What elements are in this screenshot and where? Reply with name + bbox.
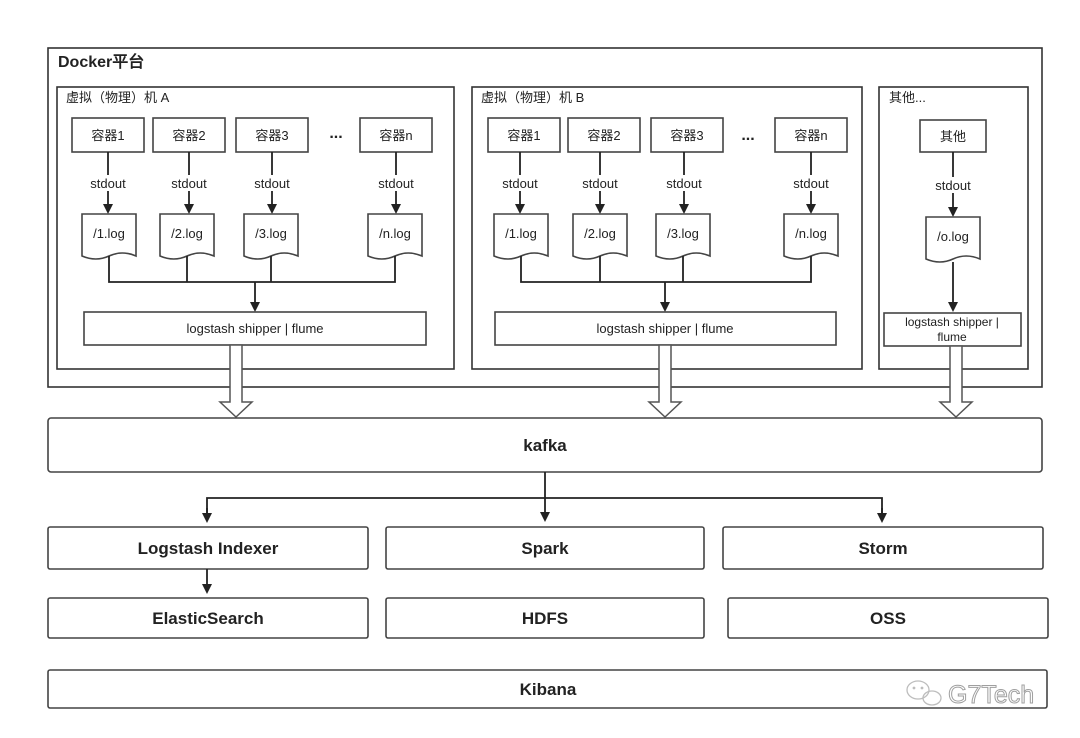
svg-text:容器n: 容器n <box>794 128 827 143</box>
svg-text:/2.log: /2.log <box>171 226 203 241</box>
vm-a-log-n: /n.log <box>367 213 423 260</box>
svg-text:容器2: 容器2 <box>172 128 205 143</box>
stdout-label: stdout <box>935 178 971 193</box>
other-to-kafka-arrow <box>938 345 974 419</box>
svg-text:kafka: kafka <box>523 436 567 455</box>
vm-b-title: 虚拟（物理）机 B <box>481 90 584 105</box>
vm-b-ellipsis: ... <box>741 127 754 144</box>
docker-platform-frame <box>47 47 1043 388</box>
vm-a-ellipsis: ... <box>329 125 342 142</box>
vm-b-container-2: 容器2 <box>567 117 641 153</box>
svg-text:容器3: 容器3 <box>670 128 703 143</box>
vm-b-container-n: 容器n <box>774 117 848 153</box>
vm-a-log-2: /2.log <box>159 213 215 260</box>
vm-b-shipper-box: logstash shipper | flume <box>494 311 837 346</box>
logstash-indexer-box: Logstash Indexer <box>47 526 369 570</box>
wechat-logo-icon <box>906 680 942 706</box>
vm-b-log-3: /3.log <box>655 213 711 260</box>
svg-text:容器3: 容器3 <box>255 128 288 143</box>
vm-a-frame <box>56 86 455 370</box>
vm-a-container-2: 容器2 <box>152 117 226 153</box>
kafka-box: kafka <box>47 417 1043 473</box>
svg-text:/3.log: /3.log <box>667 226 699 241</box>
vm-a-to-kafka-arrow <box>218 344 254 419</box>
vm-a-log-1: /1.log <box>81 213 137 260</box>
other-stdout-arrow: stdout <box>925 152 981 217</box>
vm-a-shipper-box: logstash shipper | flume <box>83 311 427 346</box>
svg-text:/2.log: /2.log <box>584 226 616 241</box>
watermark-text: G7Tech <box>948 681 1034 709</box>
stdout-label: stdout <box>171 176 207 191</box>
vm-b-container-3: 容器3 <box>650 117 724 153</box>
kibana-box: Kibana <box>47 669 1048 709</box>
svg-text:容器2: 容器2 <box>587 128 620 143</box>
vm-a-merge-connector <box>108 256 396 312</box>
storm-box: Storm <box>722 526 1044 570</box>
svg-text:/1.log: /1.log <box>505 226 537 241</box>
other-shipper-box: logstash shipper | flume <box>883 312 1022 347</box>
svg-text:logstash shipper | flume: logstash shipper | flume <box>596 321 733 336</box>
vm-b-stdout-arrows: stdout stdout stdout stdout <box>492 152 839 214</box>
vm-b-log-n: /n.log <box>783 213 839 260</box>
other-container: 其他 <box>919 119 987 153</box>
svg-text:容器1: 容器1 <box>91 128 124 143</box>
svg-text:ElasticSearch: ElasticSearch <box>152 609 264 628</box>
svg-text:/o.log: /o.log <box>937 229 969 244</box>
svg-text:logstash shipper | flume: logstash shipper | flume <box>186 321 323 336</box>
vm-a-container-3: 容器3 <box>235 117 309 153</box>
svg-text:/1.log: /1.log <box>93 226 125 241</box>
oss-box: OSS <box>727 597 1049 639</box>
stdout-label: stdout <box>378 176 414 191</box>
svg-text:/n.log: /n.log <box>795 226 827 241</box>
svg-text:Storm: Storm <box>858 539 907 558</box>
svg-text:Logstash Indexer: Logstash Indexer <box>138 539 279 558</box>
stdout-label: stdout <box>793 176 829 191</box>
other-log: /o.log <box>925 216 981 263</box>
vm-a-container-n: 容器n <box>359 117 433 153</box>
svg-text:Kibana: Kibana <box>520 680 577 699</box>
svg-text:容器1: 容器1 <box>507 128 540 143</box>
hdfs-box: HDFS <box>385 597 705 639</box>
stdout-label: stdout <box>582 176 618 191</box>
svg-text:其他: 其他 <box>940 129 966 144</box>
kafka-fanout-connector <box>202 472 887 523</box>
spark-box: Spark <box>385 526 705 570</box>
svg-text:flume: flume <box>937 330 967 344</box>
svg-text:Spark: Spark <box>521 539 569 558</box>
svg-text:HDFS: HDFS <box>522 609 568 628</box>
svg-text:OSS: OSS <box>870 609 906 628</box>
vm-b-merge-connector <box>520 256 812 312</box>
vm-a-title: 虚拟（物理）机 A <box>66 90 170 105</box>
vm-a-stdout-arrows: stdout stdout stdout stdout <box>80 152 424 214</box>
other-title: 其他... <box>889 90 926 105</box>
vm-a-log-3: /3.log <box>243 213 299 260</box>
stdout-label: stdout <box>502 176 538 191</box>
stdout-label: stdout <box>90 176 126 191</box>
vm-b-container-1: 容器1 <box>487 117 561 153</box>
svg-text:/3.log: /3.log <box>255 226 287 241</box>
stdout-label: stdout <box>666 176 702 191</box>
svg-text:logstash shipper |: logstash shipper | <box>905 315 999 329</box>
svg-text:/n.log: /n.log <box>379 226 411 241</box>
vm-b-log-2: /2.log <box>572 213 628 260</box>
elasticsearch-box: ElasticSearch <box>47 597 369 639</box>
stdout-label: stdout <box>254 176 290 191</box>
docker-platform-title: Docker平台 <box>58 52 144 71</box>
vm-b-log-1: /1.log <box>493 213 549 260</box>
vm-a-container-1: 容器1 <box>71 117 145 153</box>
vm-b-to-kafka-arrow <box>647 344 683 419</box>
svg-text:容器n: 容器n <box>379 128 412 143</box>
